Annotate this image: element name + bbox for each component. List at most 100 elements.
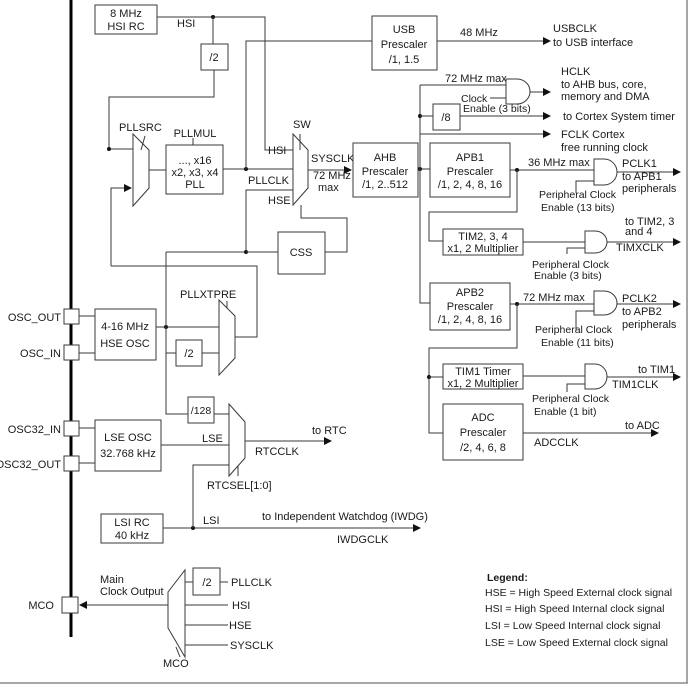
- adc-line3: /2, 4, 6, 8: [460, 442, 506, 454]
- systick-label: to Cortex System timer: [563, 111, 675, 123]
- adcclk-label: ADCCLK: [534, 437, 579, 449]
- mco-mux: [167, 568, 186, 659]
- hsi-div2-wire: [108, 70, 215, 150]
- clock-enable-1: Clock: [461, 93, 488, 105]
- tim234-in-wire: [428, 170, 518, 242]
- hsi-div2-label: /2: [209, 52, 218, 64]
- lsi-rc-freq: 40 kHz: [115, 530, 149, 542]
- timx-and-gate: [584, 230, 608, 254]
- iwdg-desc: to Independent Watchdog (IWDG): [262, 511, 428, 523]
- pll-line3: PLL: [185, 179, 205, 191]
- tim234-line2: x1, 2 Multiplier: [448, 243, 519, 255]
- ahb-prescaler-block: AHB Prescaler /1, 2..512: [352, 142, 419, 198]
- usbclk-label: USBCLK: [553, 23, 598, 35]
- osc-out-pin: OSC_OUT: [8, 308, 80, 325]
- lse-osc-block: LSE OSC 32.768 kHz: [94, 419, 162, 472]
- mco-input-hse: HSE: [229, 620, 252, 632]
- timxclk-desc-1: to TIM2, 3: [625, 216, 674, 228]
- pclk2-desc-2: peripherals: [622, 319, 677, 331]
- mco-desc-1: Main: [100, 574, 124, 586]
- tim1-line1: TIM1 Timer: [455, 366, 511, 378]
- rtcclk-label: RTCCLK: [255, 446, 299, 458]
- hse-div2-label: /2: [184, 348, 193, 360]
- hsi-rc-block: 8 MHz HSI RC: [94, 4, 158, 35]
- ahb-line1: AHB: [374, 152, 397, 164]
- tim1-enable-2: Enable (1 bit): [534, 406, 596, 418]
- apb2-line1: APB2: [456, 287, 484, 299]
- ahb-bus-wire: [419, 85, 430, 304]
- osc-out-label: OSC_OUT: [8, 312, 61, 324]
- hsi-label: HSI: [177, 18, 195, 30]
- hse-osc-name: HSE OSC: [100, 338, 150, 350]
- rtcsel-mux: [228, 402, 246, 478]
- usb-line3: /1, 1.5: [389, 54, 420, 66]
- legend-item: HSE = High Speed External clock signal: [485, 587, 672, 599]
- css-block: CSS: [277, 231, 326, 275]
- tim1-enable-1: Peripheral Clock: [532, 393, 610, 405]
- sysclk-label: SYSCLK: [311, 153, 355, 165]
- hse-div128-label: /128: [191, 405, 212, 417]
- systick-div8-block: /8: [432, 103, 461, 131]
- pllsrc-label: PLLSRC: [119, 122, 162, 134]
- css-to-sw-wire: [300, 205, 348, 253]
- usb-line2: Prescaler: [381, 39, 428, 51]
- lse-label: LSE: [202, 433, 223, 445]
- tim1clk-desc: to TIM1: [638, 364, 675, 376]
- apb1-max-label: 36 MHz max: [528, 157, 590, 169]
- pllxtpre-to-pllsrc-wire: [110, 184, 132, 266]
- pclk2-and-gate: [593, 290, 618, 316]
- pclk1-enable-1: Peripheral Clock: [539, 189, 617, 201]
- tim234-multiplier-block: TIM2, 3, 4 x1, 2 Multiplier: [442, 228, 524, 256]
- mco-pin: MCO: [28, 596, 79, 614]
- timxclk-label: TIMXCLK: [616, 242, 664, 254]
- apb1-prescaler-block: APB1 Prescaler /1, 2, 4, 8, 16: [429, 142, 511, 198]
- clock-enable-2: Enable (3 bits): [463, 103, 531, 115]
- hclk-and-gate: [505, 78, 531, 105]
- hsi-div2-block: /2: [200, 43, 229, 71]
- hse-osc-block: 4-16 MHz HSE OSC: [94, 308, 157, 361]
- pllxtpre-mux: [218, 298, 236, 377]
- pclk2-desc-1: to APB2: [622, 306, 662, 318]
- hsi-rc-freq: 8 MHz: [110, 8, 142, 20]
- timx-enable-wire: [566, 247, 585, 254]
- apb2-line2: Prescaler: [447, 301, 494, 313]
- pll-line1: ..., x16: [178, 155, 211, 167]
- mco-input-sysclk: SYSCLK: [230, 640, 274, 652]
- adc-line2: Prescaler: [460, 427, 507, 439]
- pllsrc-select: [140, 135, 146, 151]
- mco-input-hsi: HSI: [232, 600, 250, 612]
- lsi-rc-name: LSI RC: [114, 517, 150, 529]
- lse-osc-freq: 32.768 kHz: [100, 448, 156, 460]
- hse-div2-block: /2: [175, 339, 203, 367]
- tim1-enable-wire: [566, 383, 585, 392]
- apb2-line3: /1, 2, 4, 8, 16: [438, 314, 502, 326]
- tim1-multiplier-block: TIM1 Timer x1, 2 Multiplier: [442, 363, 524, 390]
- lse-pin-wires: [79, 427, 95, 464]
- mco-div2-label: /2: [202, 577, 211, 589]
- legend-title: Legend:: [487, 572, 528, 584]
- tim1clk-label: TIM1CLK: [612, 379, 659, 391]
- apb2-branch-wire: [428, 304, 518, 434]
- lsi-label: LSI: [203, 515, 220, 527]
- pclk1-label: PCLK1: [622, 158, 657, 170]
- pllclk-to-usb-wire: [245, 40, 372, 169]
- rtc-desc: to RTC: [312, 425, 347, 437]
- apb1-line3: /1, 2, 4, 8, 16: [438, 179, 502, 191]
- pclk1-desc-2: peripherals: [622, 183, 677, 195]
- pllxtpre-label: PLLXTPRE: [180, 289, 236, 301]
- hse-pin-wires: [79, 315, 95, 354]
- hse-div128-block: /128: [187, 396, 215, 424]
- adc-prescaler-block: ADC Prescaler /2, 4, 6, 8: [442, 403, 524, 461]
- adcclk-desc: to ADC: [625, 420, 660, 432]
- osc32-in-label: OSC32_IN: [8, 424, 61, 436]
- tim1-line2: x1, 2 Multiplier: [448, 378, 519, 390]
- apb1-line2: Prescaler: [447, 166, 494, 178]
- sw-label: SW: [293, 119, 311, 131]
- tim234-line1: TIM2, 3, 4: [458, 231, 508, 243]
- osc-in-pin: OSC_IN: [20, 344, 80, 361]
- pclk1-and-gate: [593, 158, 618, 186]
- div8-label: /8: [441, 112, 450, 124]
- mco-select: [175, 646, 181, 658]
